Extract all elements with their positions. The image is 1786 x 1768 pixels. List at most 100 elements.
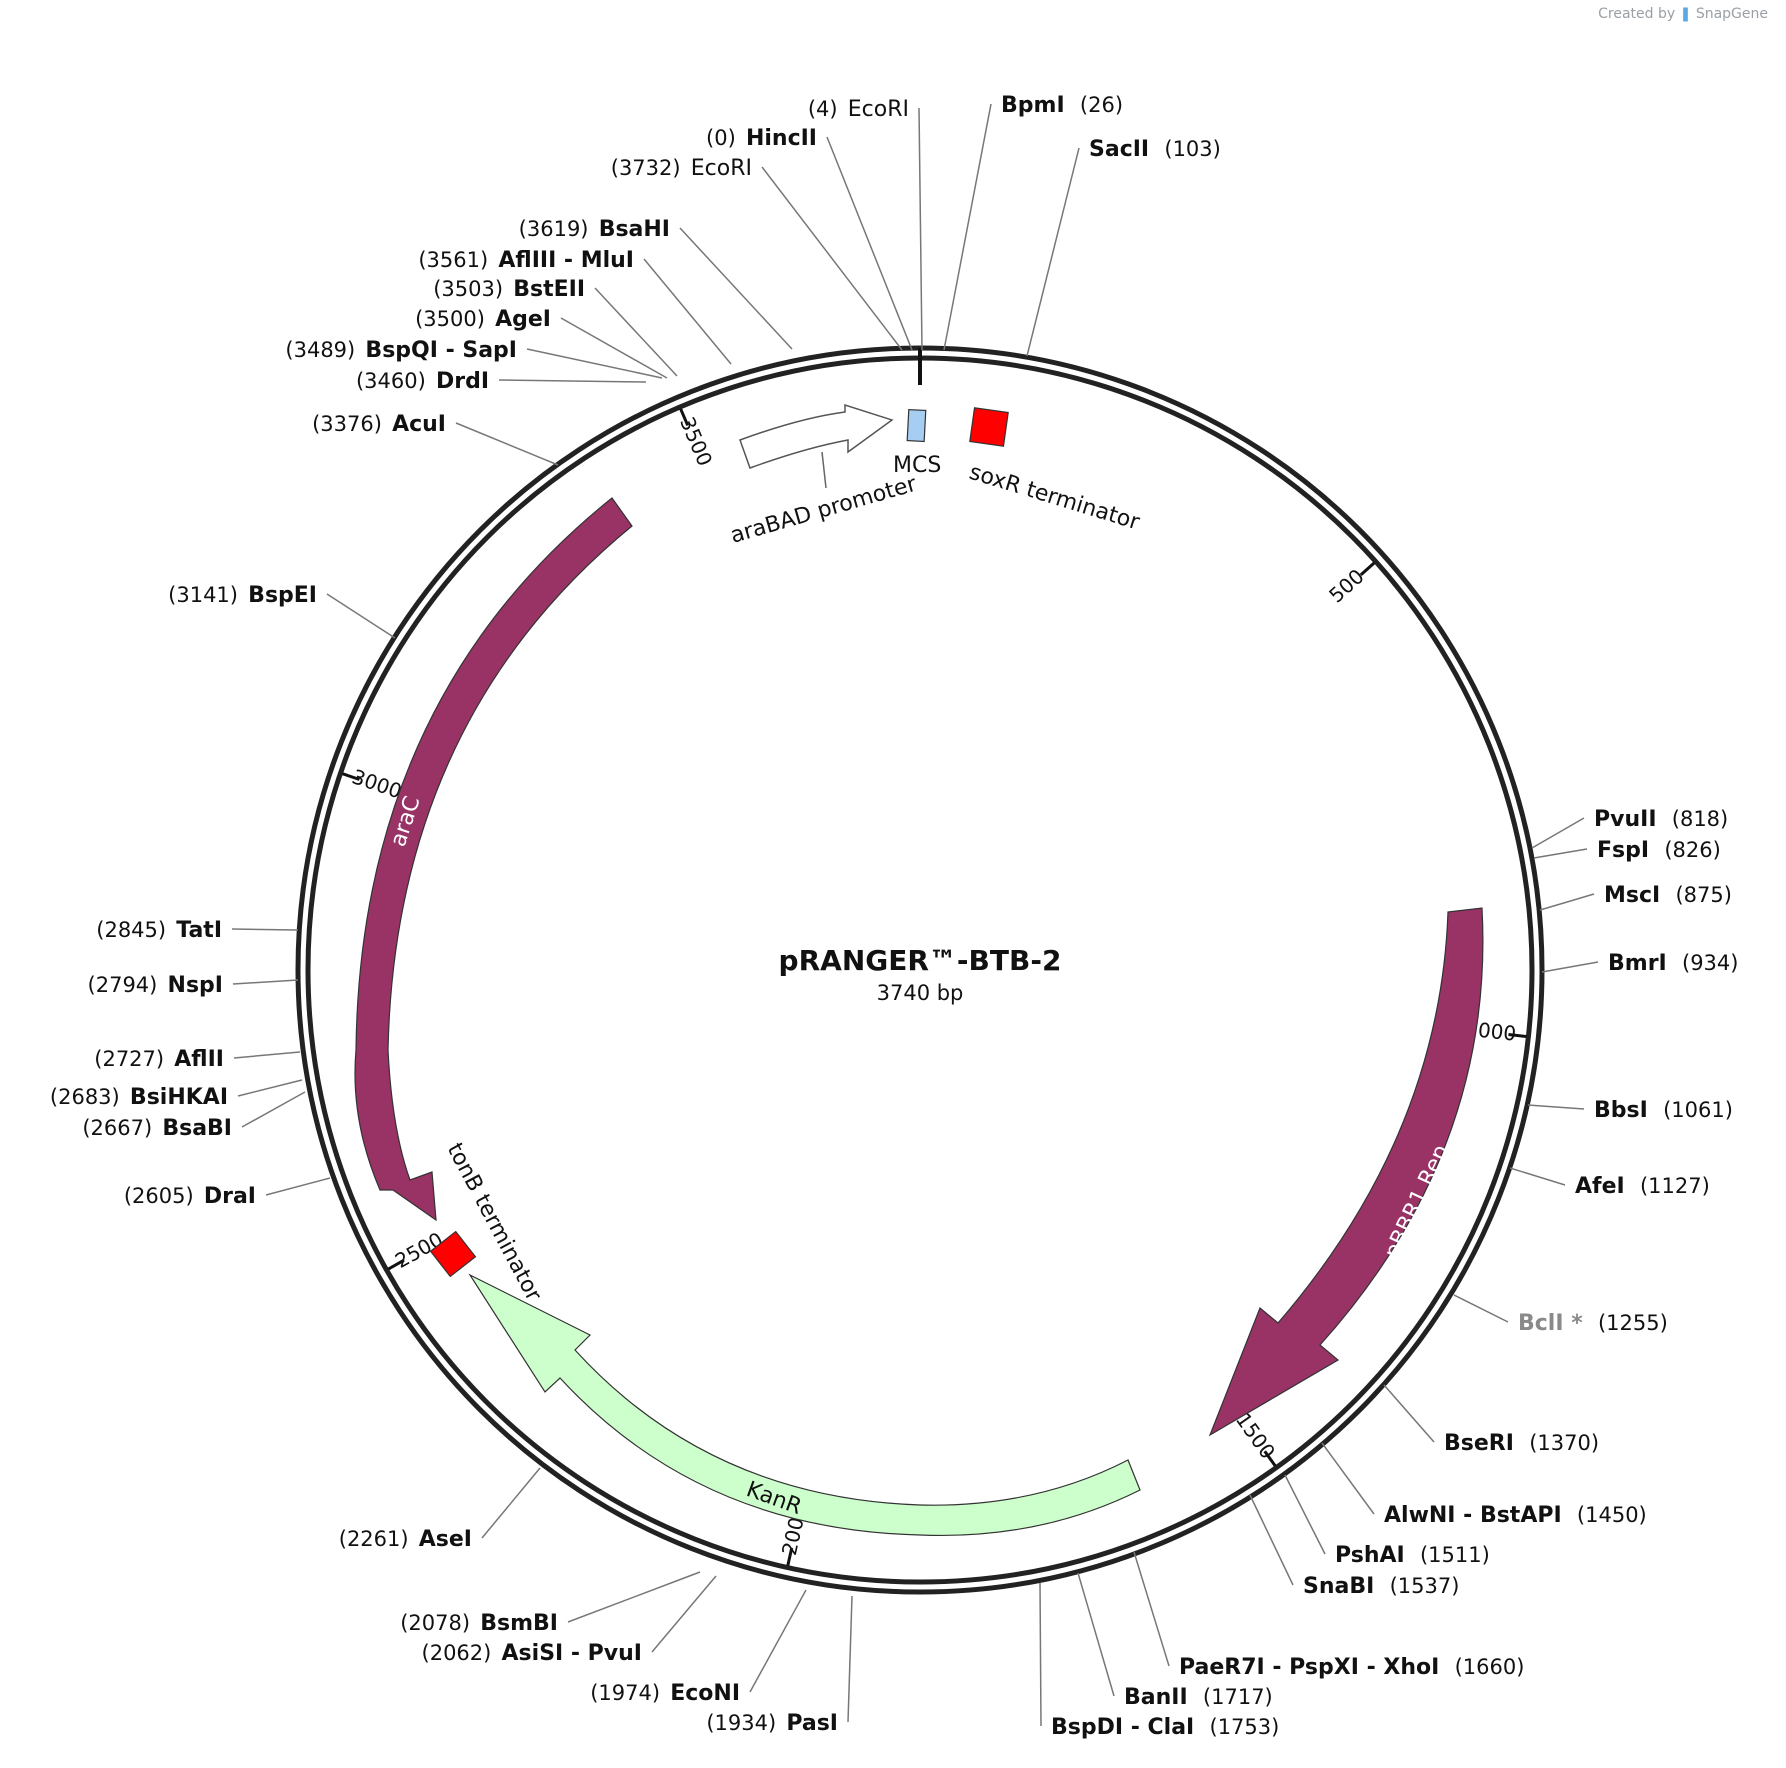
site-labels: (4) EcoRI (0) HincII (3732) EcoRI (3619) Bs… (50, 93, 1739, 1740)
restriction-site-label[interactable]: (2845) TatI (96, 918, 222, 943)
restriction-site-label[interactable]: BmrI (934) (1608, 951, 1738, 976)
site-leader-line (560, 317, 668, 379)
site-name: PshAI (1335, 1543, 1405, 1568)
site-name: PasI (786, 1711, 838, 1736)
restriction-site-label[interactable]: (3500) AgeI (415, 307, 551, 332)
restriction-site-label[interactable]: BseRI (1370) (1444, 1431, 1599, 1456)
site-name: BbsI (1594, 1098, 1648, 1123)
restriction-site-label[interactable]: (0) HincII (706, 126, 817, 151)
restriction-site-label[interactable]: (1974) EcoNI (590, 1681, 740, 1706)
site-leader-line (1249, 1494, 1294, 1586)
restriction-site-label[interactable]: (2667) BsaBI (82, 1116, 232, 1141)
restriction-site-label[interactable]: BbsI (1061) (1594, 1098, 1733, 1123)
restriction-site-label[interactable]: BanII (1717) (1124, 1685, 1273, 1710)
site-name: AflII (174, 1047, 224, 1072)
site-position: (3141) (168, 583, 238, 607)
restriction-site-label[interactable]: (2683) BsiHKAI (50, 1085, 228, 1110)
restriction-site-label[interactable]: SnaBI (1537) (1303, 1574, 1459, 1599)
restriction-site-label[interactable]: PshAI (1511) (1335, 1543, 1490, 1568)
site-name: BsmBI (480, 1611, 558, 1636)
site-leader-line (1026, 147, 1080, 357)
tick-mark (679, 408, 690, 427)
site-leader-line (1539, 893, 1595, 911)
restriction-site-label[interactable]: MscI (875) (1604, 883, 1732, 908)
restriction-site-label[interactable]: FspI (826) (1597, 838, 1721, 863)
site-position: (1974) (590, 1681, 660, 1705)
site-name: TatI (176, 918, 222, 943)
site-leader-line (1533, 848, 1588, 859)
restriction-site-label[interactable]: PvuII (818) (1594, 807, 1728, 832)
snapgene-logo-icon: ❚ (1679, 6, 1692, 22)
restriction-site-label[interactable]: (3376) AcuI (312, 412, 446, 437)
site-position: (3561) (418, 248, 488, 272)
site-leader-line (1531, 817, 1585, 849)
site-name: PaeR7I - PspXI - XhoI (1179, 1655, 1439, 1680)
site-name: DrdI (436, 369, 489, 394)
restriction-site-label[interactable]: (3489) BspQI - SapI (285, 338, 517, 363)
site-name: AcuI (392, 412, 446, 437)
site-name: BsaBI (162, 1116, 232, 1141)
restriction-site-label[interactable]: (2062) AsiSI - PvuI (422, 1641, 642, 1666)
site-position: (3503) (433, 277, 503, 301)
site-position: (2794) (88, 973, 158, 997)
site-name: MscI (1604, 883, 1660, 908)
restriction-site-label[interactable]: (3141) BspEI (168, 583, 317, 608)
site-position: (1717) (1203, 1685, 1273, 1709)
feature-kanr[interactable] (468, 1273, 1141, 1537)
restriction-site-label[interactable]: (3561) AflIII - MluI (418, 248, 634, 273)
site-name: FspI (1597, 838, 1649, 863)
restriction-site-label[interactable]: BspDI - ClaI (1753) (1051, 1715, 1279, 1740)
feature-tonb-terminator[interactable] (429, 1230, 477, 1278)
tick-label: 3500 (675, 413, 717, 469)
tick-label: 500 (1324, 564, 1368, 607)
restriction-site-label[interactable]: BpmI (26) (1001, 93, 1123, 118)
feature-arac[interactable] (354, 497, 633, 1222)
site-name: AgeI (495, 307, 551, 332)
credit-prefix: Created by (1598, 6, 1676, 22)
site-name: SacII (1089, 137, 1149, 162)
restriction-site-label[interactable]: (2078) BsmBI (400, 1611, 558, 1636)
restriction-site-label[interactable]: (2794) NspI (88, 973, 223, 998)
restriction-site-label[interactable]: (3460) DrdI (356, 369, 489, 394)
restriction-site-label[interactable]: SacII (103) (1089, 137, 1221, 162)
restriction-site-label[interactable]: AfeI (1127) (1575, 1174, 1710, 1199)
site-leader-line (679, 227, 793, 350)
restriction-site-label[interactable]: (2261) AseI (339, 1527, 472, 1552)
restriction-site-label[interactable]: (2727) AflII (94, 1047, 224, 1072)
snapgene-credit: Created by ❚ SnapGene (1598, 6, 1768, 22)
restriction-site-label[interactable]: PaeR7I - PspXI - XhoI (1660) (1179, 1655, 1524, 1680)
site-name: EcoNI (670, 1681, 740, 1706)
restriction-site-label[interactable]: (1934) PasI (706, 1711, 838, 1736)
site-name: BspDI - ClaI (1051, 1715, 1194, 1740)
feature-mcs[interactable] (906, 408, 927, 443)
restriction-site-label[interactable]: (3732) EcoRI (611, 156, 752, 181)
restriction-site-label[interactable]: BclI * (1255) (1518, 1311, 1668, 1336)
site-position: (1061) (1663, 1098, 1733, 1122)
site-leader-line (594, 287, 678, 377)
site-leader-line (643, 258, 732, 365)
site-name: BmrI (1608, 951, 1667, 976)
feature-pbbr1-rep[interactable] (1208, 907, 1484, 1437)
site-leader-line (918, 107, 923, 351)
site-position: (3376) (312, 412, 382, 436)
feature-label-soxr-terminator: soxR terminator (966, 460, 1143, 536)
feature-soxr-terminator[interactable] (969, 407, 1009, 447)
restriction-site-label[interactable]: (3503) BstEII (433, 277, 585, 302)
restriction-site-label[interactable]: (3619) BsaHI (519, 217, 670, 242)
site-leader-line (761, 166, 903, 351)
site-leader-line (1284, 1474, 1326, 1555)
site-position: (3732) (611, 156, 681, 180)
restriction-site-label[interactable]: AlwNI - BstAPI (1450) (1384, 1503, 1647, 1528)
site-leader-lines (231, 103, 1599, 1727)
credit-brand: SnapGene (1695, 6, 1768, 22)
feature-arabad-promoter[interactable] (739, 403, 894, 469)
site-position: (2605) (124, 1184, 194, 1208)
site-name: BpmI (1001, 93, 1065, 118)
site-position: (1255) (1598, 1311, 1668, 1335)
site-position: (103) (1164, 137, 1220, 161)
restriction-site-label[interactable]: (2605) DraI (124, 1184, 256, 1209)
site-position: (0) (706, 126, 736, 150)
site-position: (4) (808, 97, 838, 121)
restriction-site-label[interactable]: (4) EcoRI (808, 97, 909, 122)
